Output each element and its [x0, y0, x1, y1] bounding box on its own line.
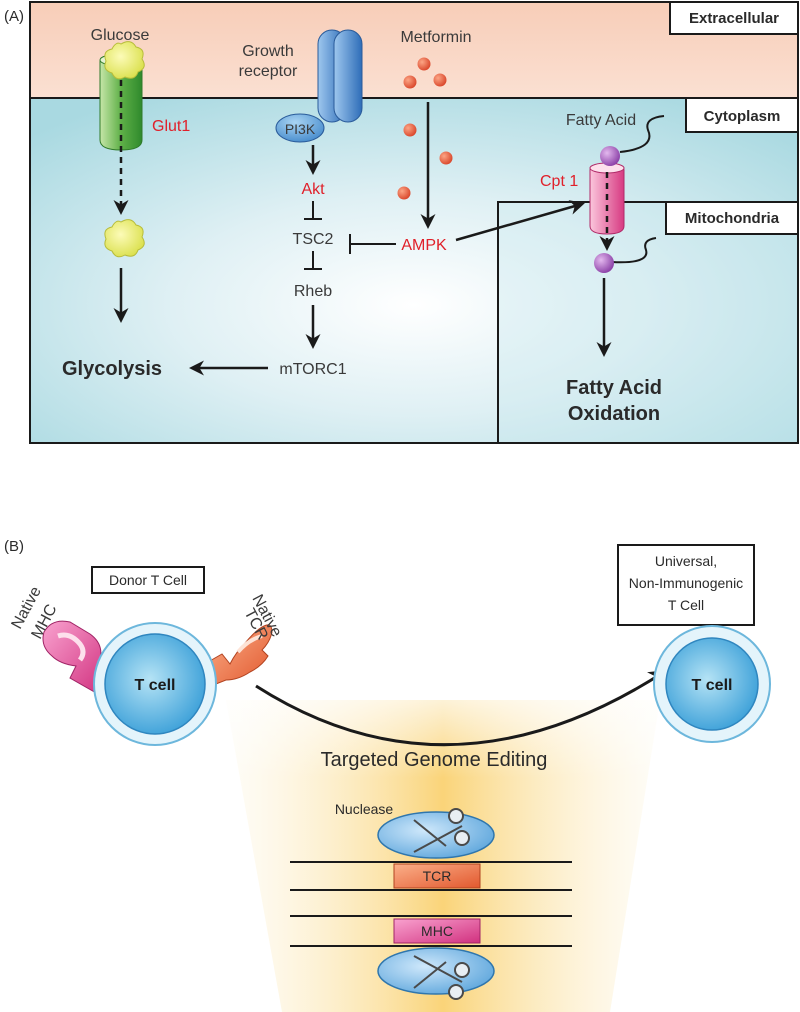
- fao-label-line2: Oxidation: [568, 403, 660, 425]
- akt-label: Akt: [301, 181, 325, 198]
- t-cell-left-label: T cell: [135, 677, 176, 694]
- ampk-to-cpt1-arrow: [455, 200, 585, 242]
- scissors-icon: [413, 808, 470, 853]
- native-tcr-receptor: [207, 624, 273, 685]
- mitochondria-label: Mitochondria: [685, 210, 780, 227]
- mhc-gene-label: MHC: [421, 923, 453, 939]
- panel-a-label: (A): [4, 8, 24, 25]
- fao-label-line1: Fatty Acid: [566, 377, 662, 399]
- pi3k-label: PI3K: [285, 121, 316, 137]
- donor-t-cell-label-box: Donor T Cell: [91, 566, 205, 594]
- fatty-acid-molecule-top: [600, 115, 665, 166]
- nuclease-label: Nuclease: [335, 801, 394, 817]
- nuclease-top: [377, 811, 495, 859]
- glucose-molecule-cytoplasm: [104, 219, 145, 258]
- universal-label-line2: Non-Immunogenic: [629, 575, 743, 591]
- glycolysis-label: Glycolysis: [62, 358, 162, 380]
- scissors-icon: [413, 955, 470, 1000]
- glut1-label: Glut1: [152, 118, 190, 135]
- fatty-acid-label: Fatty Acid: [566, 112, 636, 129]
- cpt1-label: Cpt 1: [540, 173, 578, 190]
- growth-receptor-label-line1: Growth: [242, 43, 294, 60]
- glucose-label: Glucose: [91, 27, 150, 44]
- metformin-molecules: [397, 57, 453, 200]
- donor-t-cell: T cell: [93, 622, 217, 746]
- genome-editing-title: Targeted Genome Editing: [321, 749, 548, 771]
- glucose-molecule-top: [104, 41, 145, 80]
- cytoplasm-label: Cytoplasm: [704, 108, 781, 125]
- growth-receptor: [317, 29, 363, 123]
- pi3k-node: PI3K: [275, 113, 325, 143]
- tcr-gene-segment: TCR: [393, 863, 481, 889]
- cytoplasm-compartment: [29, 97, 799, 444]
- conversion-arrow: [255, 670, 668, 747]
- tcr-gene-label: TCR: [423, 868, 452, 884]
- mitochondria-compartment: [497, 201, 799, 444]
- extracellular-label: Extracellular: [689, 10, 779, 27]
- tsc2-inhibits-rheb: [304, 251, 322, 270]
- mtorc1-label: mTORC1: [279, 361, 346, 378]
- ampk-inhibits-tsc2: [349, 234, 396, 254]
- universal-label-line3: T Cell: [668, 597, 704, 613]
- universal-t-cell-label-box: Universal, Non-Immunogenic T Cell: [617, 544, 755, 626]
- universal-t-cell: T cell: [653, 625, 771, 743]
- t-cell-right-label: T cell: [692, 677, 733, 694]
- mhc-gene-segment: MHC: [393, 918, 481, 944]
- ampk-label: AMPK: [401, 237, 447, 254]
- akt-inhibits-tsc2: [304, 201, 322, 220]
- rheb-label: Rheb: [294, 283, 332, 300]
- panel-b-label: (B): [4, 538, 24, 555]
- universal-label-line1: Universal,: [655, 553, 717, 569]
- dna-strand-bottom: [290, 915, 572, 947]
- mitochondria-label-box: Mitochondria: [665, 201, 799, 235]
- fatty-acid-molecule-mitochondria: [594, 237, 657, 273]
- extracellular-label-box: Extracellular: [669, 1, 799, 35]
- cytoplasm-label-box: Cytoplasm: [685, 97, 799, 133]
- donor-t-cell-label: Donor T Cell: [109, 572, 187, 588]
- dna-strand-top: [290, 861, 572, 891]
- metformin-label: Metformin: [400, 29, 471, 46]
- growth-receptor-label-line2: receptor: [239, 63, 298, 80]
- tsc2-label: TSC2: [293, 231, 334, 248]
